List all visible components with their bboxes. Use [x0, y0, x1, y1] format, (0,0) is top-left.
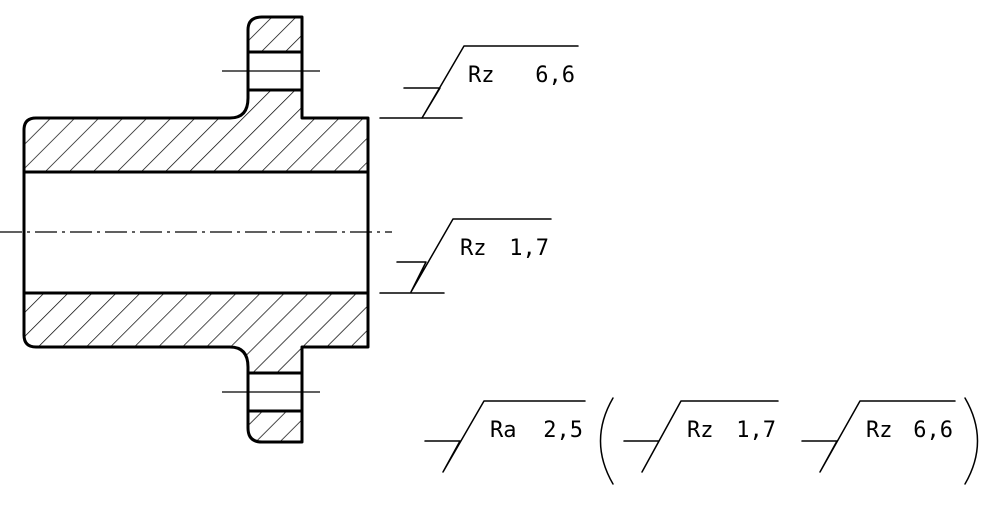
surface-symbol-bore: Rz 1,7 [379, 218, 552, 294]
surface-texture-symbol [424, 400, 586, 473]
surface-symbol-upper-face: Rz 6,6 [379, 45, 579, 119]
roughness-parameter: Rz [866, 418, 893, 443]
roughness-value: 6,6 [535, 63, 575, 88]
upper-flange-hatch [248, 17, 302, 52]
roughness-value: 1,7 [509, 236, 549, 261]
roughness-parameter: Rz [687, 418, 714, 443]
surface-symbol-exception-2: Rz 6,6 [801, 400, 956, 473]
left-parenthesis [599, 397, 614, 485]
surface-symbol-general: Ra 2,5 [424, 400, 586, 473]
lower-wall-hatch [24, 293, 368, 373]
right-parenthesis [964, 397, 979, 485]
surface-texture-symbol [801, 400, 956, 473]
surface-texture-symbol [403, 45, 579, 119]
part-section-view [0, 15, 392, 444]
surface-texture-symbol [623, 400, 779, 473]
surface-symbol-exception-1: Rz 1,7 [623, 400, 779, 473]
roughness-parameter: Ra [490, 418, 517, 443]
lower-flange-hatch [248, 411, 302, 442]
part-outline [22, 15, 370, 444]
roughness-value: 1,7 [736, 418, 776, 443]
roughness-parameter: Rz [468, 63, 495, 88]
roughness-value: 6,6 [913, 418, 953, 443]
roughness-value: 2,5 [543, 418, 583, 443]
roughness-parameter: Rz [460, 236, 487, 261]
upper-wall-hatch [24, 90, 368, 172]
surface-texture-symbol [396, 218, 552, 293]
general-surface-texture-note: Ra 2,5 Rz 1,7 Rz 6,6 [424, 397, 979, 485]
